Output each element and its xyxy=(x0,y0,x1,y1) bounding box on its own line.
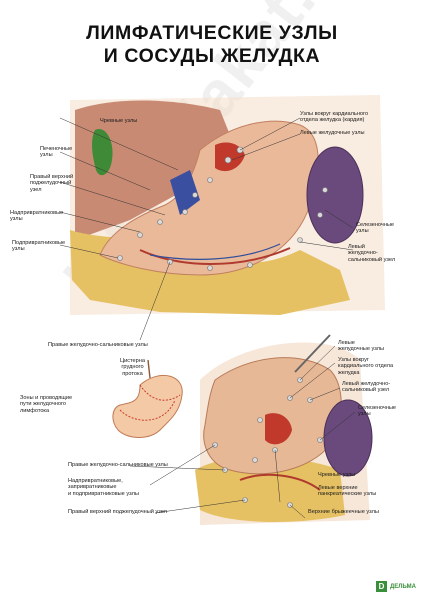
poster-title-line2: И СОСУДЫ ЖЕЛУДКА xyxy=(103,45,321,67)
stomach-top xyxy=(99,120,319,276)
omentum-bottom xyxy=(195,456,345,522)
label-suprapyloric: Надпривратниковые узлы xyxy=(10,210,64,223)
label-subpyloric: Подпривратниковые узлы xyxy=(12,240,66,253)
label-cistern: Цистерна грудного протока xyxy=(120,358,145,377)
top-illustration xyxy=(59,95,385,341)
gallbladder-top xyxy=(92,129,113,176)
label-splenic-bottom: Селезеночные узлы xyxy=(358,405,397,418)
brand-logo: D ДЕЛЬМА xyxy=(376,581,416,592)
brand-icon: D xyxy=(376,581,388,592)
label-right-upper-pancreatic-bottom: Правый верхний поджелудочный узел xyxy=(68,509,167,515)
label-superior-mesenteric: Верхние брыжеечные узлы xyxy=(308,509,379,515)
label-cardia-nodes-top: Узлы вокруг кардиального отдела желудка … xyxy=(300,111,369,124)
label-left-upper-pancreatic: Левые верхние панкреатические узлы xyxy=(318,485,377,498)
label-drainage-zones: Зоны и проводящие пути желудочного лимфо… xyxy=(20,395,73,414)
spleen-bottom xyxy=(323,399,373,477)
label-splenic-top: Селезеночные узлы xyxy=(356,222,395,235)
label-right-gastroepiploic-bottom: Правые желудочно-сальниковые узлы xyxy=(68,462,168,468)
label-left-gastroepiploic-bottom: Левый желудочно- сальниковый узел xyxy=(342,381,391,394)
bottom-illustration xyxy=(129,334,373,525)
label-left-gastric-top: Левые желудочные узлы xyxy=(300,130,365,136)
label-pyloric-group: Надпривратниковые, запривратниковые и по… xyxy=(68,478,139,497)
label-celiac-bottom: Чревные узлы xyxy=(318,472,356,478)
label-cardia-nodes-bottom: Узлы вокруг кардиального отдела желудка xyxy=(338,357,394,376)
drainage-diagram xyxy=(112,359,183,438)
label-right-gastroepiploic-top: Правые желудочно-сальниковые узлы xyxy=(48,342,148,348)
label-left-gastroepiploic-top: Левый желудочно- сальниковый узел xyxy=(348,244,396,263)
label-celiac-top: Чревные узлы xyxy=(100,118,138,124)
label-right-upper-pancreatic-top: Правый верхний поджелудочный узел xyxy=(30,174,74,193)
spleen-top xyxy=(306,146,364,244)
poster-title-line1: ЛИМФАТИЧЕСКИЕ УЗЛЫ xyxy=(86,22,338,44)
label-hepatic: Печеночные узлы xyxy=(40,146,73,159)
label-left-gastric-bottom: Левые желудочные узлы xyxy=(338,340,385,353)
brand-name: ДЕЛЬМА xyxy=(390,583,416,590)
